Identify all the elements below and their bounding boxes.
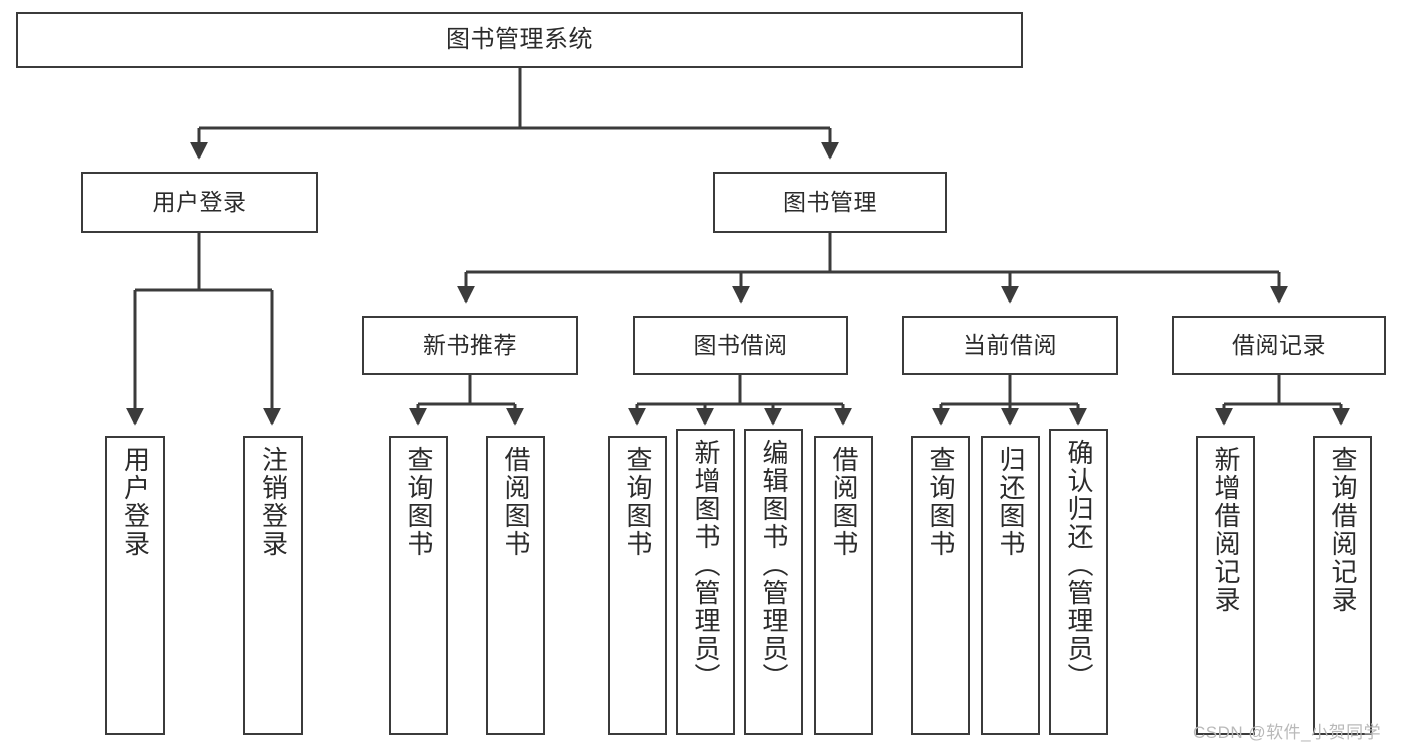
- node-current-borrow-label: 当前借阅: [963, 331, 1057, 358]
- node-leaf-borrow-book-2-label: 借阅图书: [829, 446, 860, 558]
- node-leaf-add-record-label: 新增借阅记录: [1211, 446, 1242, 614]
- node-user-login[interactable]: 用户登录: [81, 172, 318, 233]
- node-leaf-query-book-3[interactable]: 查询图书: [911, 436, 970, 735]
- node-leaf-borrow-book-2[interactable]: 借阅图书: [814, 436, 873, 735]
- node-leaf-borrow-book-1[interactable]: 借阅图书: [486, 436, 545, 735]
- node-book-management-label: 图书管理: [783, 188, 877, 215]
- node-leaf-query-book-1[interactable]: 查询图书: [389, 436, 448, 735]
- node-leaf-query-record[interactable]: 查询借阅记录: [1313, 436, 1372, 735]
- node-leaf-user-login[interactable]: 用户登录: [105, 436, 165, 735]
- node-leaf-query-book-2-label: 查询图书: [623, 446, 654, 558]
- node-leaf-user-logout[interactable]: 注销登录: [243, 436, 303, 735]
- node-leaf-borrow-book-1-label: 借阅图书: [501, 446, 532, 558]
- node-borrow-record[interactable]: 借阅记录: [1172, 316, 1386, 375]
- node-current-borrow[interactable]: 当前借阅: [902, 316, 1118, 375]
- node-leaf-confirm-return-label: 确认归还（管理员）: [1064, 439, 1095, 691]
- node-leaf-query-book-1-label: 查询图书: [404, 446, 435, 558]
- node-leaf-edit-book[interactable]: 编辑图书（管理员）: [744, 429, 803, 735]
- node-leaf-confirm-return[interactable]: 确认归还（管理员）: [1049, 429, 1108, 735]
- node-new-book-recommend-label: 新书推荐: [423, 331, 517, 358]
- node-book-borrow-label: 图书借阅: [693, 331, 788, 358]
- node-leaf-user-login-label: 用户登录: [120, 446, 151, 558]
- node-leaf-query-book-2[interactable]: 查询图书: [608, 436, 667, 735]
- node-leaf-return-book[interactable]: 归还图书: [981, 436, 1040, 735]
- node-book-borrow[interactable]: 图书借阅: [633, 316, 848, 375]
- node-user-login-label: 用户登录: [152, 188, 247, 215]
- node-book-management[interactable]: 图书管理: [713, 172, 947, 233]
- node-leaf-user-logout-label: 注销登录: [258, 446, 289, 558]
- node-root-label: 图书管理系统: [446, 25, 593, 53]
- node-leaf-return-book-label: 归还图书: [996, 446, 1027, 558]
- node-leaf-add-book[interactable]: 新增图书（管理员）: [676, 429, 735, 735]
- csdn-watermark: CSDN @软件_小贺同学: [1193, 723, 1382, 742]
- node-leaf-query-book-3-label: 查询图书: [926, 446, 957, 558]
- node-leaf-add-book-label: 新增图书（管理员）: [691, 439, 722, 691]
- node-leaf-add-record[interactable]: 新增借阅记录: [1196, 436, 1255, 735]
- node-leaf-query-record-label: 查询借阅记录: [1328, 446, 1359, 614]
- node-borrow-record-label: 借阅记录: [1232, 331, 1326, 358]
- node-new-book-recommend[interactable]: 新书推荐: [362, 316, 578, 375]
- node-root[interactable]: 图书管理系统: [16, 12, 1023, 68]
- node-leaf-edit-book-label: 编辑图书（管理员）: [759, 439, 790, 691]
